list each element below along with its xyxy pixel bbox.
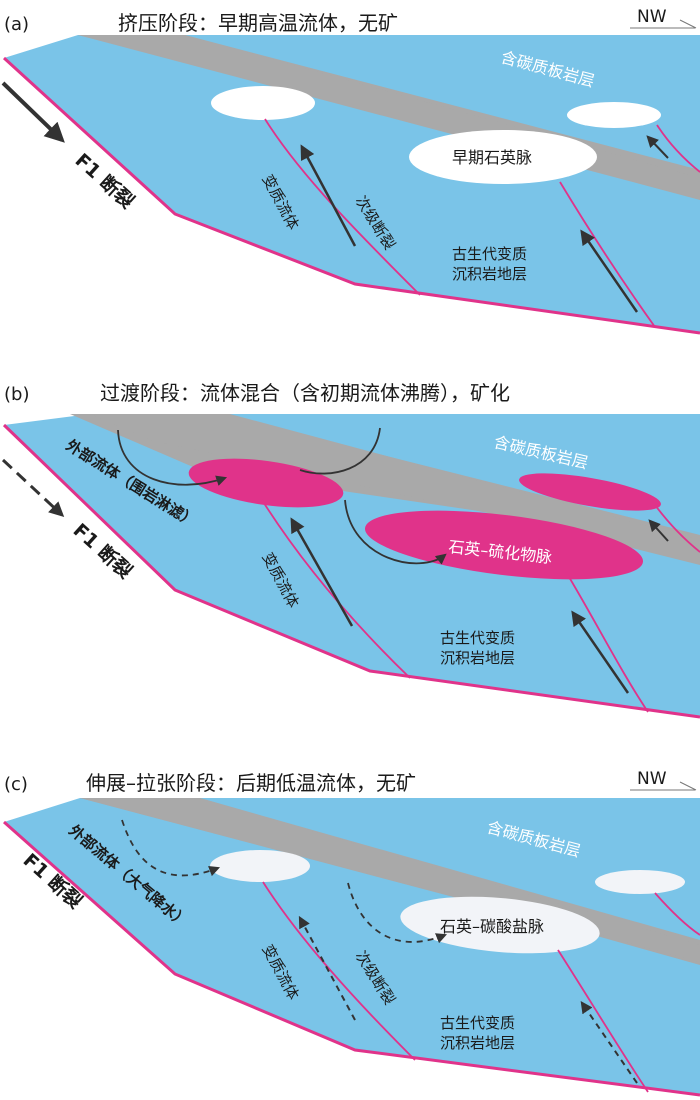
strata-label-1: 古生代变质 [440, 1014, 515, 1032]
vein-right [595, 870, 685, 894]
strata-label-1: 古生代变质 [440, 629, 515, 647]
strata-label-2: 沉积岩地层 [452, 265, 527, 283]
f1-fault-line [3, 820, 700, 1097]
meta-fluid-arrow-1 [290, 517, 354, 627]
secondary-fault-3 [654, 504, 700, 553]
rock-block [4, 798, 700, 1095]
f1-motion-arrow [1, 81, 65, 143]
vein-label: 石英–碳酸盐脉 [440, 917, 544, 936]
secondary-fault-2 [559, 181, 656, 328]
nw-label: NW [637, 769, 667, 789]
north-marker: NW [630, 769, 697, 791]
secondary-fault-1 [261, 499, 411, 679]
vein-center [400, 896, 600, 954]
meta-fluid-arrow-2 [580, 229, 639, 313]
north-marker: NW [630, 7, 697, 29]
secondary-fault-1 [262, 881, 416, 1061]
secondary-fault-2 [557, 949, 649, 1093]
ext-fluid-arrow-2 [299, 427, 381, 475]
vein-label: 早期石英脉 [452, 148, 532, 167]
ore-vein-center [364, 510, 644, 580]
panel-a-title: 挤压阶段：早期高温流体，无矿 [118, 11, 398, 35]
strata-label-2: 沉积岩地层 [440, 1034, 515, 1052]
f1-fault-line [2, 423, 700, 719]
meta-fluid-arrow-1 [298, 915, 356, 1021]
meta-fluid-arrow-3 [646, 135, 669, 159]
rock-block [4, 414, 700, 717]
panel-c-title: 伸展–拉张阶段：后期低温流体，无矿 [86, 771, 416, 795]
ore-vein-right [519, 473, 661, 511]
vein-left [211, 86, 315, 120]
secondary-fault-3 [656, 124, 700, 173]
vein-right [567, 102, 661, 128]
panel-b-label: (b) [4, 384, 29, 405]
f1-fault-line [2, 56, 700, 335]
panel-b-title: 过渡阶段：流体混合（含初期流体沸腾），矿化 [100, 381, 510, 405]
strata-label-2: 沉积岩地层 [440, 649, 515, 667]
strata-label-1: 古生代变质 [452, 245, 527, 263]
panel-c-label: (c) [4, 774, 28, 795]
nw-label: NW [637, 7, 667, 27]
ext-fluid-arrow-1 [117, 429, 228, 486]
meta-fluid-arrow-2 [571, 610, 630, 694]
vein-center [409, 130, 597, 184]
panel-c: (c) 伸展–拉张阶段：后期低温流体，无矿 NW 含碳质板岩层 石英–碳酸盐脉 … [3, 769, 700, 1097]
panel-a: (a) 挤压阶段：早期高温流体，无矿 NW 含碳质板岩层 早期石英脉 F1 [1, 7, 700, 335]
vein-left [210, 850, 310, 882]
rock-block [4, 35, 700, 333]
secondary-fault-2 [565, 571, 649, 713]
panel-b: (b) 过渡阶段：流体混合（含初期流体沸腾），矿化 含碳质板岩层 石英–硫化物脉… [1, 381, 700, 719]
meta-fluid-arrow-1 [300, 144, 357, 247]
panel-a-label: (a) [4, 14, 29, 35]
ext-fluid-arrow-3 [344, 499, 447, 565]
ext-fluid-arrow-2 [347, 882, 448, 944]
meta-fluid-arrow-3 [648, 519, 669, 542]
secondary-fault-3 [654, 892, 700, 936]
meta-fluid-arrow-2 [580, 1001, 638, 1084]
f1-motion-arrow [1, 458, 65, 518]
ext-fluid-arrow-1 [121, 819, 221, 877]
